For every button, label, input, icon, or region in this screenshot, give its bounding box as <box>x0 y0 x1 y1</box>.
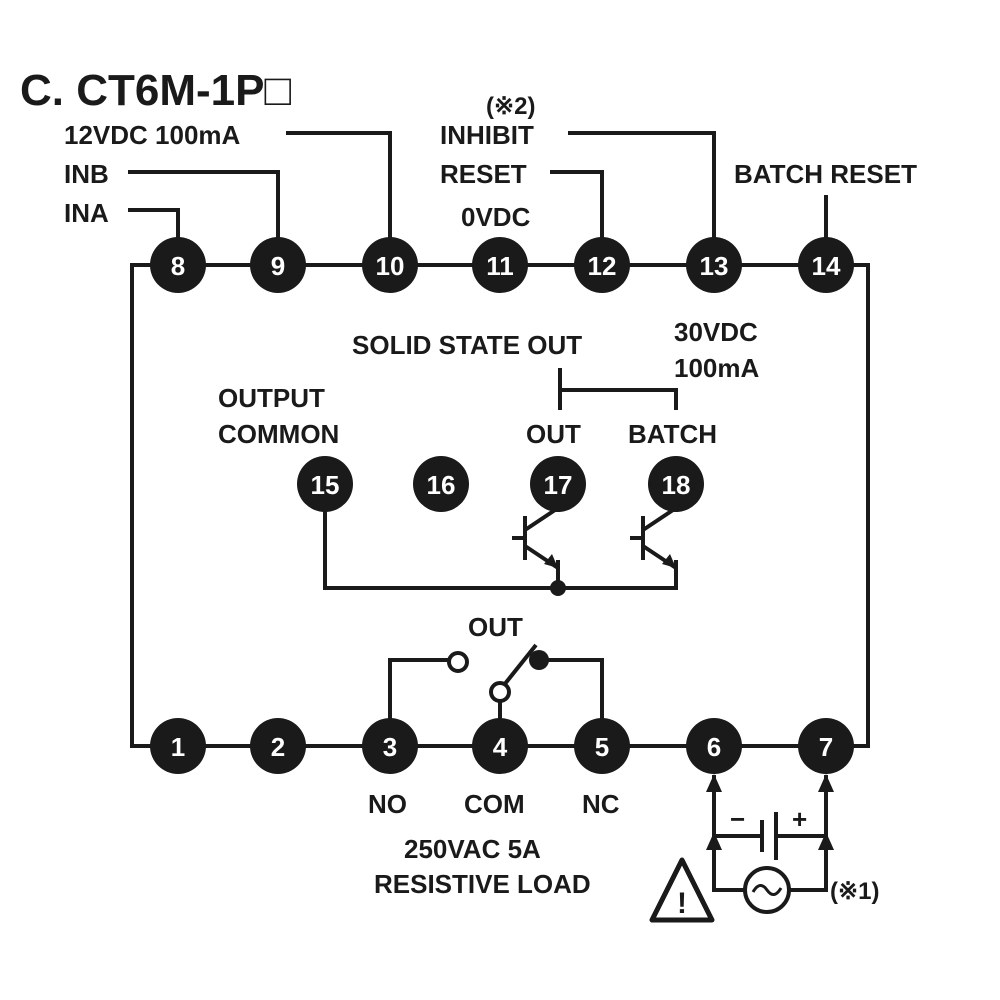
label-inhibit: INHIBIT <box>440 120 534 150</box>
pin-6: 6 <box>686 718 742 774</box>
wire-reset <box>550 170 604 265</box>
svg-text:9: 9 <box>271 251 285 281</box>
diagram-title: C. CT6M-1P□ <box>20 66 291 115</box>
svg-text:7: 7 <box>819 732 833 762</box>
label-reset: RESET <box>440 159 527 189</box>
label-no: NO <box>368 789 407 819</box>
label-relay-rating: 250VAC 5A <box>404 834 541 864</box>
label-output-common-1: OUTPUT <box>218 383 325 413</box>
svg-text:18: 18 <box>662 470 691 500</box>
wire-supply-7 <box>790 775 828 892</box>
pin-13: 13 <box>686 237 742 293</box>
pin-17: 17 <box>530 456 586 512</box>
label-solid-state-out: SOLID STATE OUT <box>352 330 582 360</box>
label-power-12v: 12VDC 100mA <box>64 120 241 150</box>
label-ss-rating-current: 100mA <box>674 353 759 383</box>
pin-16: 16 <box>413 456 469 512</box>
svg-text:14: 14 <box>812 251 841 281</box>
label-out: OUT <box>526 419 581 449</box>
pin-1: 1 <box>150 718 206 774</box>
arrow-pin7-icon <box>818 774 834 792</box>
pin-18: 18 <box>648 456 704 512</box>
relay-switch-arm <box>498 643 538 692</box>
relay-nc-contact <box>529 650 549 670</box>
wire-output-common <box>323 484 678 590</box>
pin-8: 8 <box>150 237 206 293</box>
svg-text:15: 15 <box>311 470 340 500</box>
pin-12: 12 <box>574 237 630 293</box>
label-minus: − <box>730 804 745 834</box>
svg-text:2: 2 <box>271 732 285 762</box>
arrow-dc-6-icon <box>706 832 722 850</box>
pin-14: 14 <box>798 237 854 293</box>
label-note1: (※1) <box>830 878 879 905</box>
label-output-common-2: COMMON <box>218 419 339 449</box>
svg-text:13: 13 <box>700 251 729 281</box>
label-com: COM <box>464 789 525 819</box>
label-relay-out: OUT <box>468 612 523 642</box>
pin-5: 5 <box>574 718 630 774</box>
label-ss-rating-voltage: 30VDC <box>674 317 758 347</box>
svg-text:12: 12 <box>588 251 617 281</box>
ac-source-icon <box>743 866 791 914</box>
pin-10: 10 <box>362 237 418 293</box>
svg-text:4: 4 <box>493 732 508 762</box>
label-batch-reset: BATCH RESET <box>734 159 917 189</box>
svg-text:8: 8 <box>171 251 185 281</box>
solid-state-bracket <box>560 388 678 410</box>
svg-text:5: 5 <box>595 732 609 762</box>
relay-com-contact <box>489 681 511 703</box>
svg-text:11: 11 <box>486 251 514 281</box>
dc-battery-icon <box>760 812 778 860</box>
wire-power-12v <box>286 131 392 265</box>
wire-relay-no <box>388 658 450 746</box>
wire-supply-6 <box>712 775 745 892</box>
pin-3: 3 <box>362 718 418 774</box>
warning-triangle-icon: ! <box>649 857 715 923</box>
label-zero-vdc: 0VDC <box>461 202 531 232</box>
transistor-batch-icon <box>630 506 678 570</box>
arrow-dc-7-icon <box>818 832 834 850</box>
warning-mark: ! <box>677 887 687 920</box>
svg-text:17: 17 <box>544 470 573 500</box>
pin-11: 11 <box>472 237 528 293</box>
label-note2: (※2) <box>486 93 535 120</box>
svg-text:6: 6 <box>707 732 721 762</box>
label-inb: INB <box>64 159 109 189</box>
junction-dot <box>550 580 566 596</box>
pin-9: 9 <box>250 237 306 293</box>
arrow-pin6-icon <box>706 774 722 792</box>
pin-7: 7 <box>798 718 854 774</box>
wire-inb <box>128 170 280 265</box>
svg-text:3: 3 <box>383 732 397 762</box>
wire-relay-nc <box>548 658 604 746</box>
label-plus: + <box>792 804 807 834</box>
label-batch: BATCH <box>628 419 717 449</box>
pin-2: 2 <box>250 718 306 774</box>
label-relay-load: RESISTIVE LOAD <box>374 869 591 899</box>
svg-text:10: 10 <box>376 251 405 281</box>
relay-no-contact <box>447 651 469 673</box>
pin-4: 4 <box>472 718 528 774</box>
label-ina: INA <box>64 198 109 228</box>
label-nc: NC <box>582 789 620 819</box>
wire-inhibit <box>568 131 716 265</box>
svg-text:16: 16 <box>427 470 456 500</box>
transistor-out-icon <box>512 506 560 570</box>
pin-15: 15 <box>297 456 353 512</box>
svg-text:1: 1 <box>171 732 185 762</box>
